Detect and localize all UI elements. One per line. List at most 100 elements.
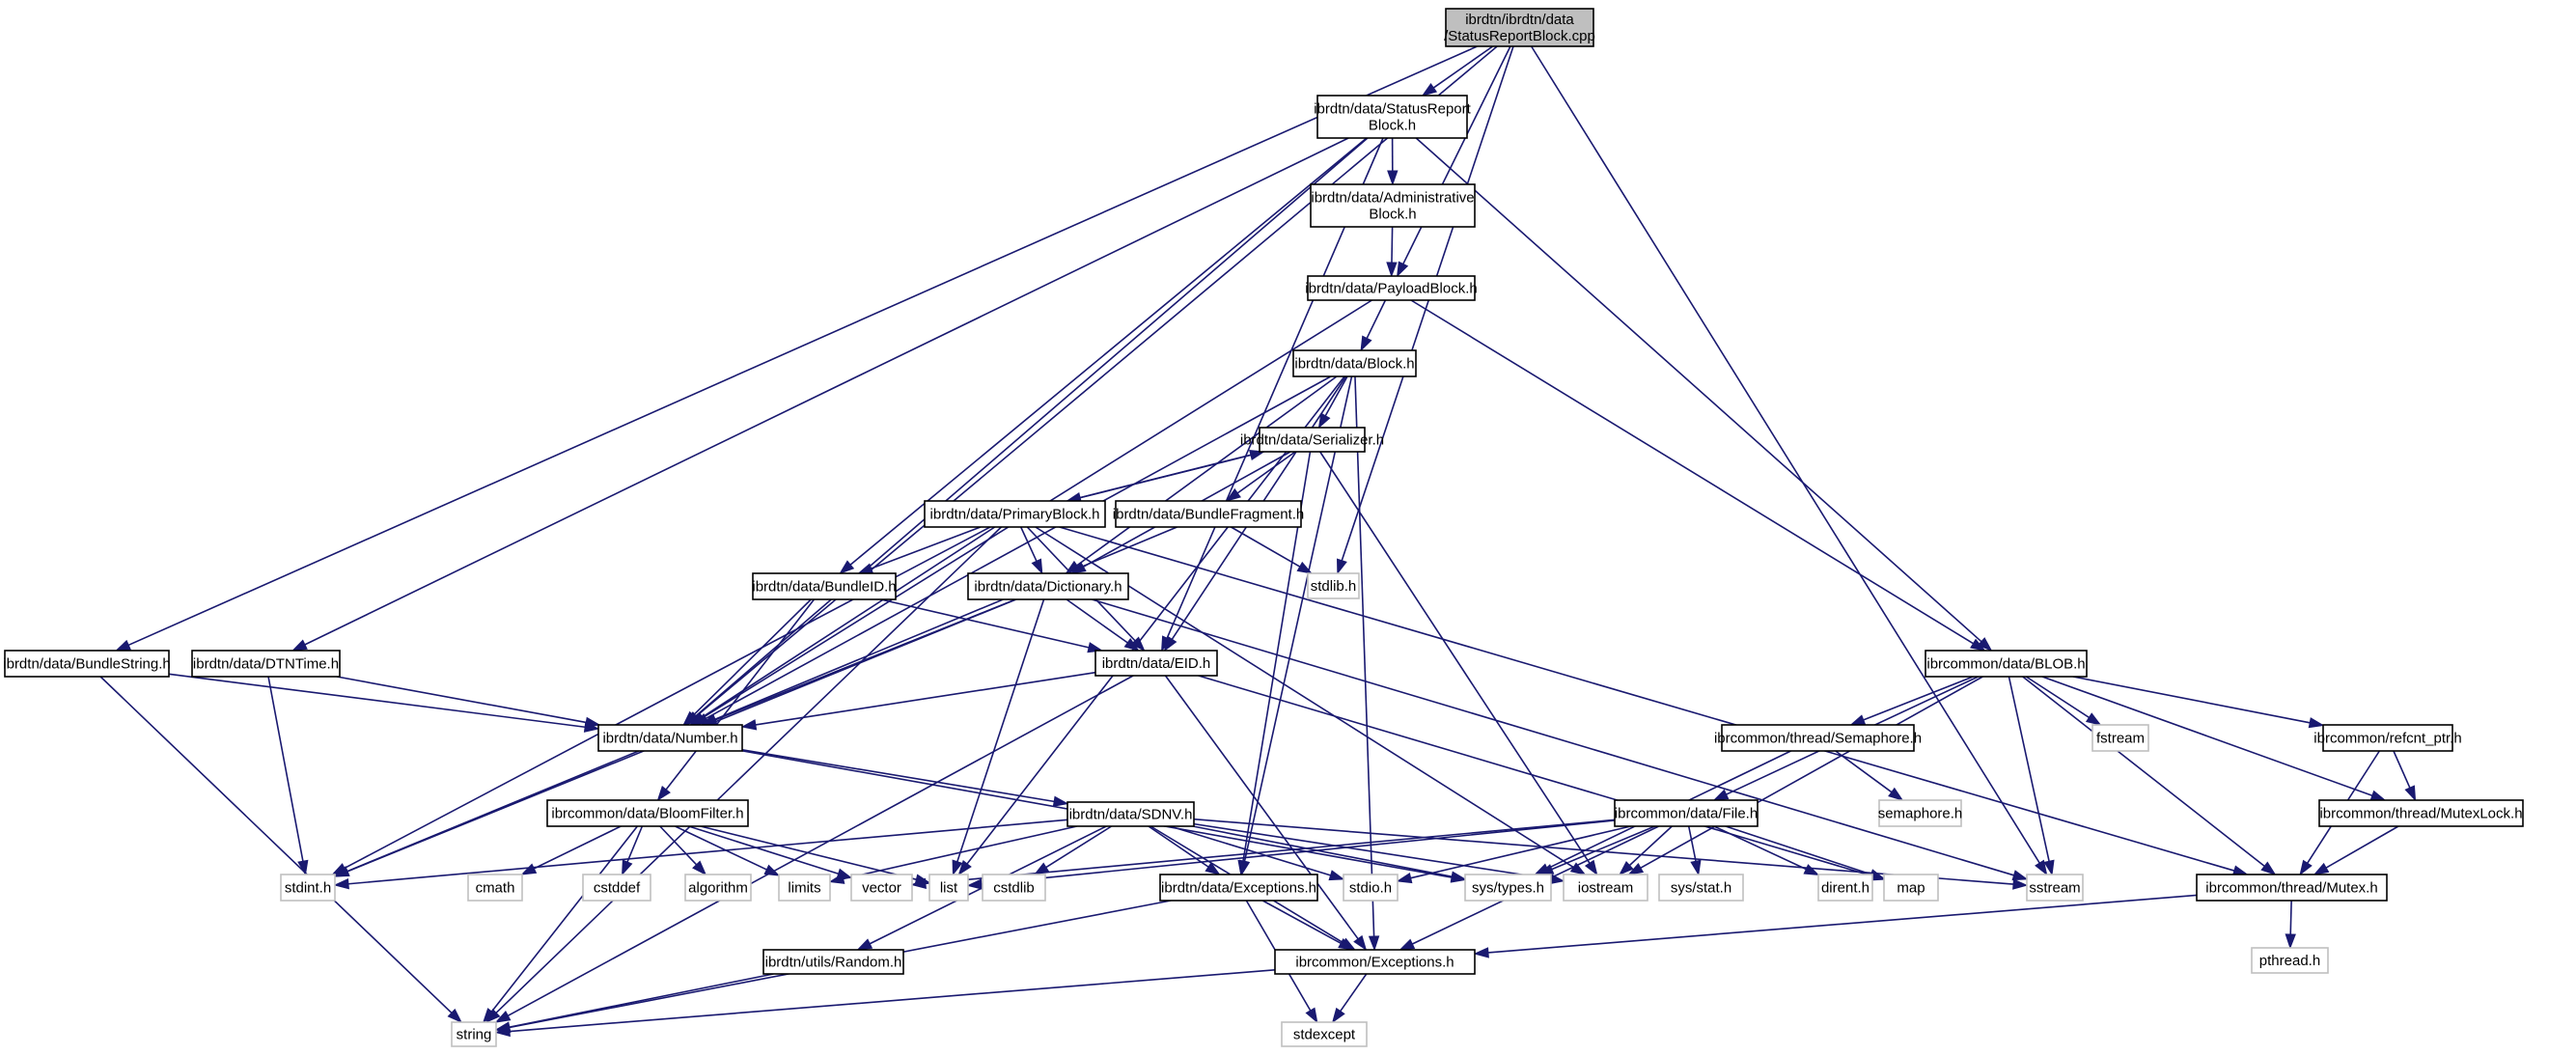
node-stdlib: stdlib.h (1307, 572, 1360, 599)
node-box (850, 874, 913, 902)
node-srb_h[interactable]: ibrdtn/data/StatusReportBlock.h (1314, 95, 1472, 139)
arrowhead-icon (2011, 870, 2029, 881)
edge-mutexlock-to-mutex (2313, 825, 2399, 875)
edge-mutex-to-pthread (2285, 900, 2296, 950)
arrowhead-icon (1970, 638, 1986, 652)
node-refcnt[interactable]: ibrcommon/refcnt_ptr.h (2313, 724, 2462, 752)
edge-srb_h-to-admin (1387, 137, 1399, 186)
edge-blob-to-refcnt (2072, 676, 2325, 729)
node-box (2026, 874, 2084, 902)
node-serializer[interactable]: ibrdtn/data/Serializer.h (1240, 427, 1384, 453)
node-bundleid[interactable]: ibrdtn/data/BundleID.h (752, 572, 897, 600)
arrowhead-icon (1031, 558, 1043, 575)
edge-payload-to-block (1360, 299, 1387, 352)
node-label: pthread.h (2259, 953, 2320, 969)
node-label: ibrdtn/data/BundleFragment.h (1113, 507, 1304, 523)
node-root[interactable]: ibrdtn/ibrdtn/data/StatusReportBlock.cpp (1444, 8, 1595, 47)
node-box (1281, 1021, 1368, 1047)
node-box (2318, 799, 2524, 827)
edge-file-to-dirent (1713, 825, 1820, 876)
edge-line (1192, 825, 1453, 877)
node-dtntime[interactable]: ibrdtn/data/DTNTime.h (191, 650, 341, 678)
arrowhead-icon (1317, 412, 1331, 430)
node-blob[interactable]: ibrcommon/data/BLOB.h (1925, 650, 2088, 678)
arrowhead-icon (1305, 1007, 1318, 1024)
edge-serializer-to-fragment (1225, 451, 1296, 502)
node-algorithm: algorithm (684, 874, 752, 902)
edge-line (688, 825, 839, 875)
node-block[interactable]: ibrdtn/data/Block.h (1292, 349, 1417, 377)
node-semaphore[interactable]: ibrcommon/thread/Semaphore.h (1714, 724, 1922, 752)
arrowhead-icon (447, 1008, 463, 1024)
node-bundlestring[interactable]: ibrdtn/data/BundleString.h (3, 650, 171, 678)
node-primary[interactable]: ibrdtn/data/PrimaryBlock.h (924, 500, 1106, 528)
node-mutexlock[interactable]: ibrcommon/thread/MutexLock.h (2318, 799, 2524, 827)
node-label: ibrdtn/data/StatusReport (1314, 101, 1471, 118)
node-label: sys/types.h (1472, 880, 1544, 897)
node-box (2196, 874, 2388, 902)
edge-blob-to-fstream (2025, 676, 2102, 726)
node-label: cstdlib (993, 880, 1035, 897)
edge-line (509, 969, 1276, 1033)
edge-line (1340, 973, 1368, 1012)
node-box (597, 724, 743, 752)
edge-line (1164, 675, 1359, 940)
edge-line (2025, 676, 2090, 719)
arrowhead-icon (2035, 859, 2048, 876)
edge-line (925, 819, 1616, 885)
arrowhead-icon (1328, 870, 1345, 881)
node-box (546, 799, 749, 827)
arrowhead-icon (966, 878, 983, 890)
node-label: Block.h (1369, 207, 1416, 223)
edge-sdnv-to-stdint (333, 819, 1068, 890)
node-file[interactable]: ibrcommon/data/File.h (1614, 799, 1759, 827)
node-cstdlib: cstdlib (982, 874, 1046, 902)
node-box (2251, 947, 2329, 974)
edge-bloom-to-string (482, 825, 639, 1024)
arrowhead-icon (692, 860, 707, 876)
arrowhead-icon (1387, 170, 1399, 186)
node-label: ibrdtn/data/Dictionary.h (974, 579, 1122, 596)
node-common_exc[interactable]: ibrcommon/Exceptions.h (1274, 949, 1476, 975)
arrowhead-icon (1123, 637, 1140, 652)
edge-line (1530, 45, 2040, 864)
arrowhead-icon (494, 1011, 512, 1023)
node-number[interactable]: ibrdtn/data/Number.h (597, 724, 743, 752)
edge-file-to-iostream (1619, 825, 1673, 876)
arrowhead-icon (2299, 859, 2313, 876)
arrowhead-icon (2260, 861, 2277, 875)
node-box (1310, 183, 1476, 228)
edge-line (713, 526, 1177, 721)
node-bloom[interactable]: ibrcommon/data/BloomFilter.h (546, 799, 749, 827)
node-dictionary[interactable]: ibrdtn/data/Dictionary.h (967, 572, 1129, 600)
node-label: ibrcommon/data/BloomFilter.h (551, 806, 743, 822)
edge-common_exc-to-stdexcept (1331, 973, 1368, 1024)
node-stdio: stdio.h (1343, 874, 1399, 902)
arrowhead-icon (2313, 862, 2330, 875)
edge-line (1231, 526, 1301, 568)
node-box (684, 874, 752, 902)
arrowhead-icon (1360, 335, 1372, 352)
edge-admin-to-payload (1386, 226, 1398, 278)
node-box (1259, 427, 1366, 453)
edge-bloom-to-limits (675, 825, 781, 876)
node-string: string (451, 1021, 497, 1047)
arrowhead-icon (1205, 862, 1221, 875)
node-box (4, 650, 170, 678)
node-random[interactable]: ibrdtn/utils/Random.h (762, 949, 904, 975)
node-label: cmath (476, 880, 515, 897)
node-mutex[interactable]: ibrcommon/thread/Mutex.h (2196, 874, 2388, 902)
edge-line (659, 825, 698, 866)
node-box (928, 874, 969, 902)
node-dirent: dirent.h (1817, 874, 1873, 902)
node-eid[interactable]: ibrdtn/data/EID.h (1094, 650, 1218, 677)
node-payload[interactable]: ibrdtn/data/PayloadBlock.h (1305, 275, 1478, 301)
node-dtn_exc[interactable]: ibrdtn/data/Exceptions.h (1159, 874, 1318, 902)
node-label: dirent.h (1821, 880, 1870, 897)
node-label: vector (862, 880, 901, 897)
node-sdnv[interactable]: ibrdtn/data/SDNV.h (1066, 801, 1195, 827)
node-fragment[interactable]: ibrdtn/data/BundleFragment.h (1113, 500, 1304, 528)
edge-file-to-list (966, 819, 1616, 890)
edge-line (1019, 526, 1038, 562)
